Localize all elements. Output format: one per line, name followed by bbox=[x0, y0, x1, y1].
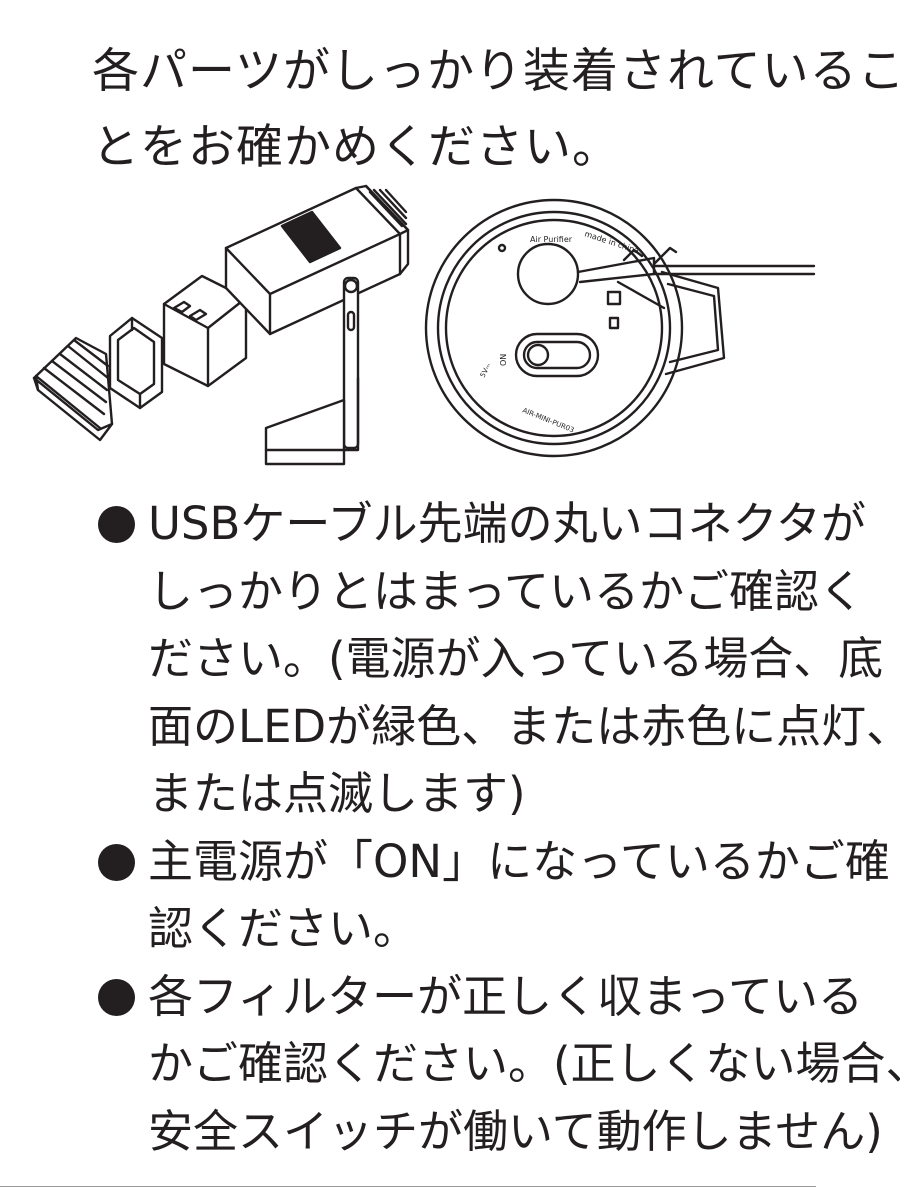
item-line: ださい。(電源が入っている場合、底 bbox=[148, 632, 884, 685]
item-line: 認ください。 bbox=[148, 902, 419, 955]
assembly-svg: Air Purifier made in china 5V⎓ AIR-MINI-… bbox=[32, 184, 816, 466]
divider bbox=[0, 1186, 816, 1187]
grille-cap-part bbox=[32, 336, 114, 442]
checklist-item-connector: USBケーブル先端の丸いコネクタが しっかりとはまっているかご確認く ださい。(… bbox=[98, 490, 900, 828]
item-line: 面のLEDが緑色、または赤色に点灯、 bbox=[148, 699, 900, 753]
stand-part bbox=[264, 276, 360, 466]
item-line: USBケーブル先端の丸いコネクタが bbox=[148, 497, 866, 550]
intro-text: 各パーツがしっかり装着されているこ とをお確かめください。 bbox=[92, 34, 900, 186]
device-base-topview bbox=[424, 198, 816, 458]
product-label: Air Purifier bbox=[530, 235, 573, 244]
item-line: 主電源が「ON」になっているかご確 bbox=[148, 834, 890, 888]
checklist: USBケーブル先端の丸いコネクタが しっかりとはまっているかご確認く ださい。(… bbox=[98, 490, 900, 1166]
bullet-dot-icon bbox=[98, 978, 135, 1016]
intro-line: とをお確かめください。 bbox=[92, 120, 620, 175]
item-line: かご確認ください。(正しくない場合、 bbox=[148, 1037, 900, 1090]
checklist-item-filters: 各フィルターが正しく収まっている かご確認ください。(正しくない場合、 安全スイ… bbox=[98, 963, 900, 1166]
intro-line: 各パーツがしっかり装着されているこ bbox=[92, 44, 900, 99]
inner-filter-part bbox=[108, 316, 164, 410]
filter-cartridge-part bbox=[162, 274, 248, 388]
item-line: 安全スイッチが働いて動作しません) bbox=[148, 1104, 883, 1158]
item-line: 各フィルターが正しく収まっている bbox=[148, 969, 864, 1023]
checklist-item-power: 主電源が「ON」になっているかご確 認ください。 bbox=[98, 828, 890, 963]
assembly-illustration: Air Purifier made in china 5V⎓ AIR-MINI-… bbox=[14, 178, 824, 478]
bullet-dot-icon bbox=[98, 843, 135, 881]
item-line: または点滅します) bbox=[148, 767, 526, 820]
item-line: しっかりとはまっているかご確認く bbox=[148, 564, 864, 618]
bullet-dot-icon bbox=[98, 506, 135, 543]
main-body-part bbox=[224, 184, 410, 336]
switch-on-label: ON bbox=[499, 354, 508, 366]
